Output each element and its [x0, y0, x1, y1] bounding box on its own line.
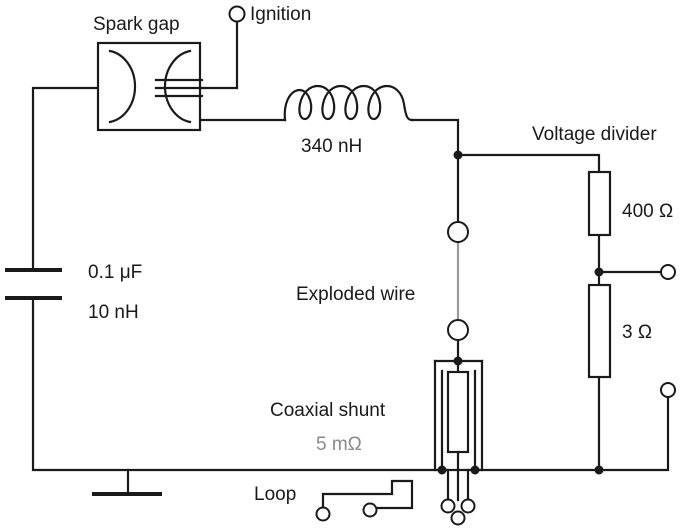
spark-gap: [96, 41, 204, 132]
resistor-3-label: 3 Ω: [622, 322, 652, 343]
divider-output-terminal: [660, 264, 676, 280]
divider-ground-terminal: [660, 382, 676, 398]
loop-terminal-right: [362, 502, 378, 518]
loop: [321, 479, 414, 512]
shunt-terminal-center: [450, 510, 466, 526]
capacitor: [5, 268, 62, 300]
capacitance-label: 0.1 μF: [88, 262, 142, 283]
circuit-wires: [31, 18, 670, 496]
voltage-divider: [587, 170, 612, 379]
shunt-value-label: 5 mΩ: [316, 434, 362, 455]
loop-terminal-left: [315, 506, 331, 522]
resistor-400-label: 400 Ω: [622, 201, 673, 222]
coaxial-shunt: [433, 359, 484, 502]
ignition-terminal: [228, 5, 246, 23]
inductor-340nh: [283, 85, 414, 122]
exploded-wire-terminal-bottom: [447, 319, 469, 341]
shunt-terminal-right: [460, 498, 476, 514]
inductor-label: 340 nH: [301, 136, 362, 157]
ignition-label: Ignition: [250, 4, 311, 25]
resistor-3-ohm: [587, 283, 612, 379]
exploded-wire-label: Exploded wire: [296, 284, 415, 305]
loop-label: Loop: [254, 484, 296, 505]
coaxial-shunt-label: Coaxial shunt: [270, 400, 386, 421]
cap-inductance-label: 10 nH: [88, 302, 139, 323]
shunt-terminal-left: [440, 498, 456, 514]
spark-gap-label: Spark gap: [93, 14, 180, 35]
exploded-wire-terminal-top: [447, 221, 469, 243]
voltage-divider-label: Voltage divider: [532, 124, 657, 145]
terminals: [228, 5, 676, 526]
labels: Spark gap Ignition 340 nH Voltage divide…: [88, 4, 673, 505]
resistor-400-ohm: [587, 170, 612, 237]
junction-nodes: [437, 150, 604, 475]
